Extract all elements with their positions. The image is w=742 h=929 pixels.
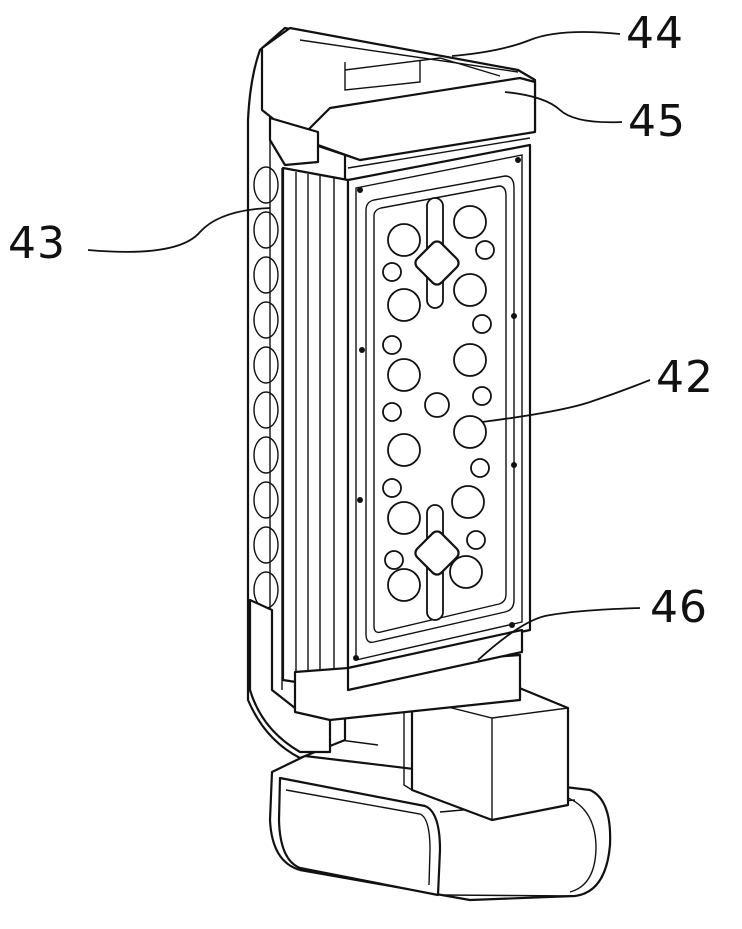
reference-numeral-42: 42	[656, 356, 714, 400]
top-cap	[262, 28, 535, 168]
reference-numeral-45: 45	[628, 100, 686, 144]
leader-44	[452, 32, 620, 56]
reference-numeral-44: 44	[626, 12, 684, 56]
front-panel	[348, 145, 530, 690]
reference-numeral-43: 43	[8, 222, 66, 266]
reference-numeral-46: 46	[650, 586, 708, 630]
leader-43	[88, 208, 270, 252]
